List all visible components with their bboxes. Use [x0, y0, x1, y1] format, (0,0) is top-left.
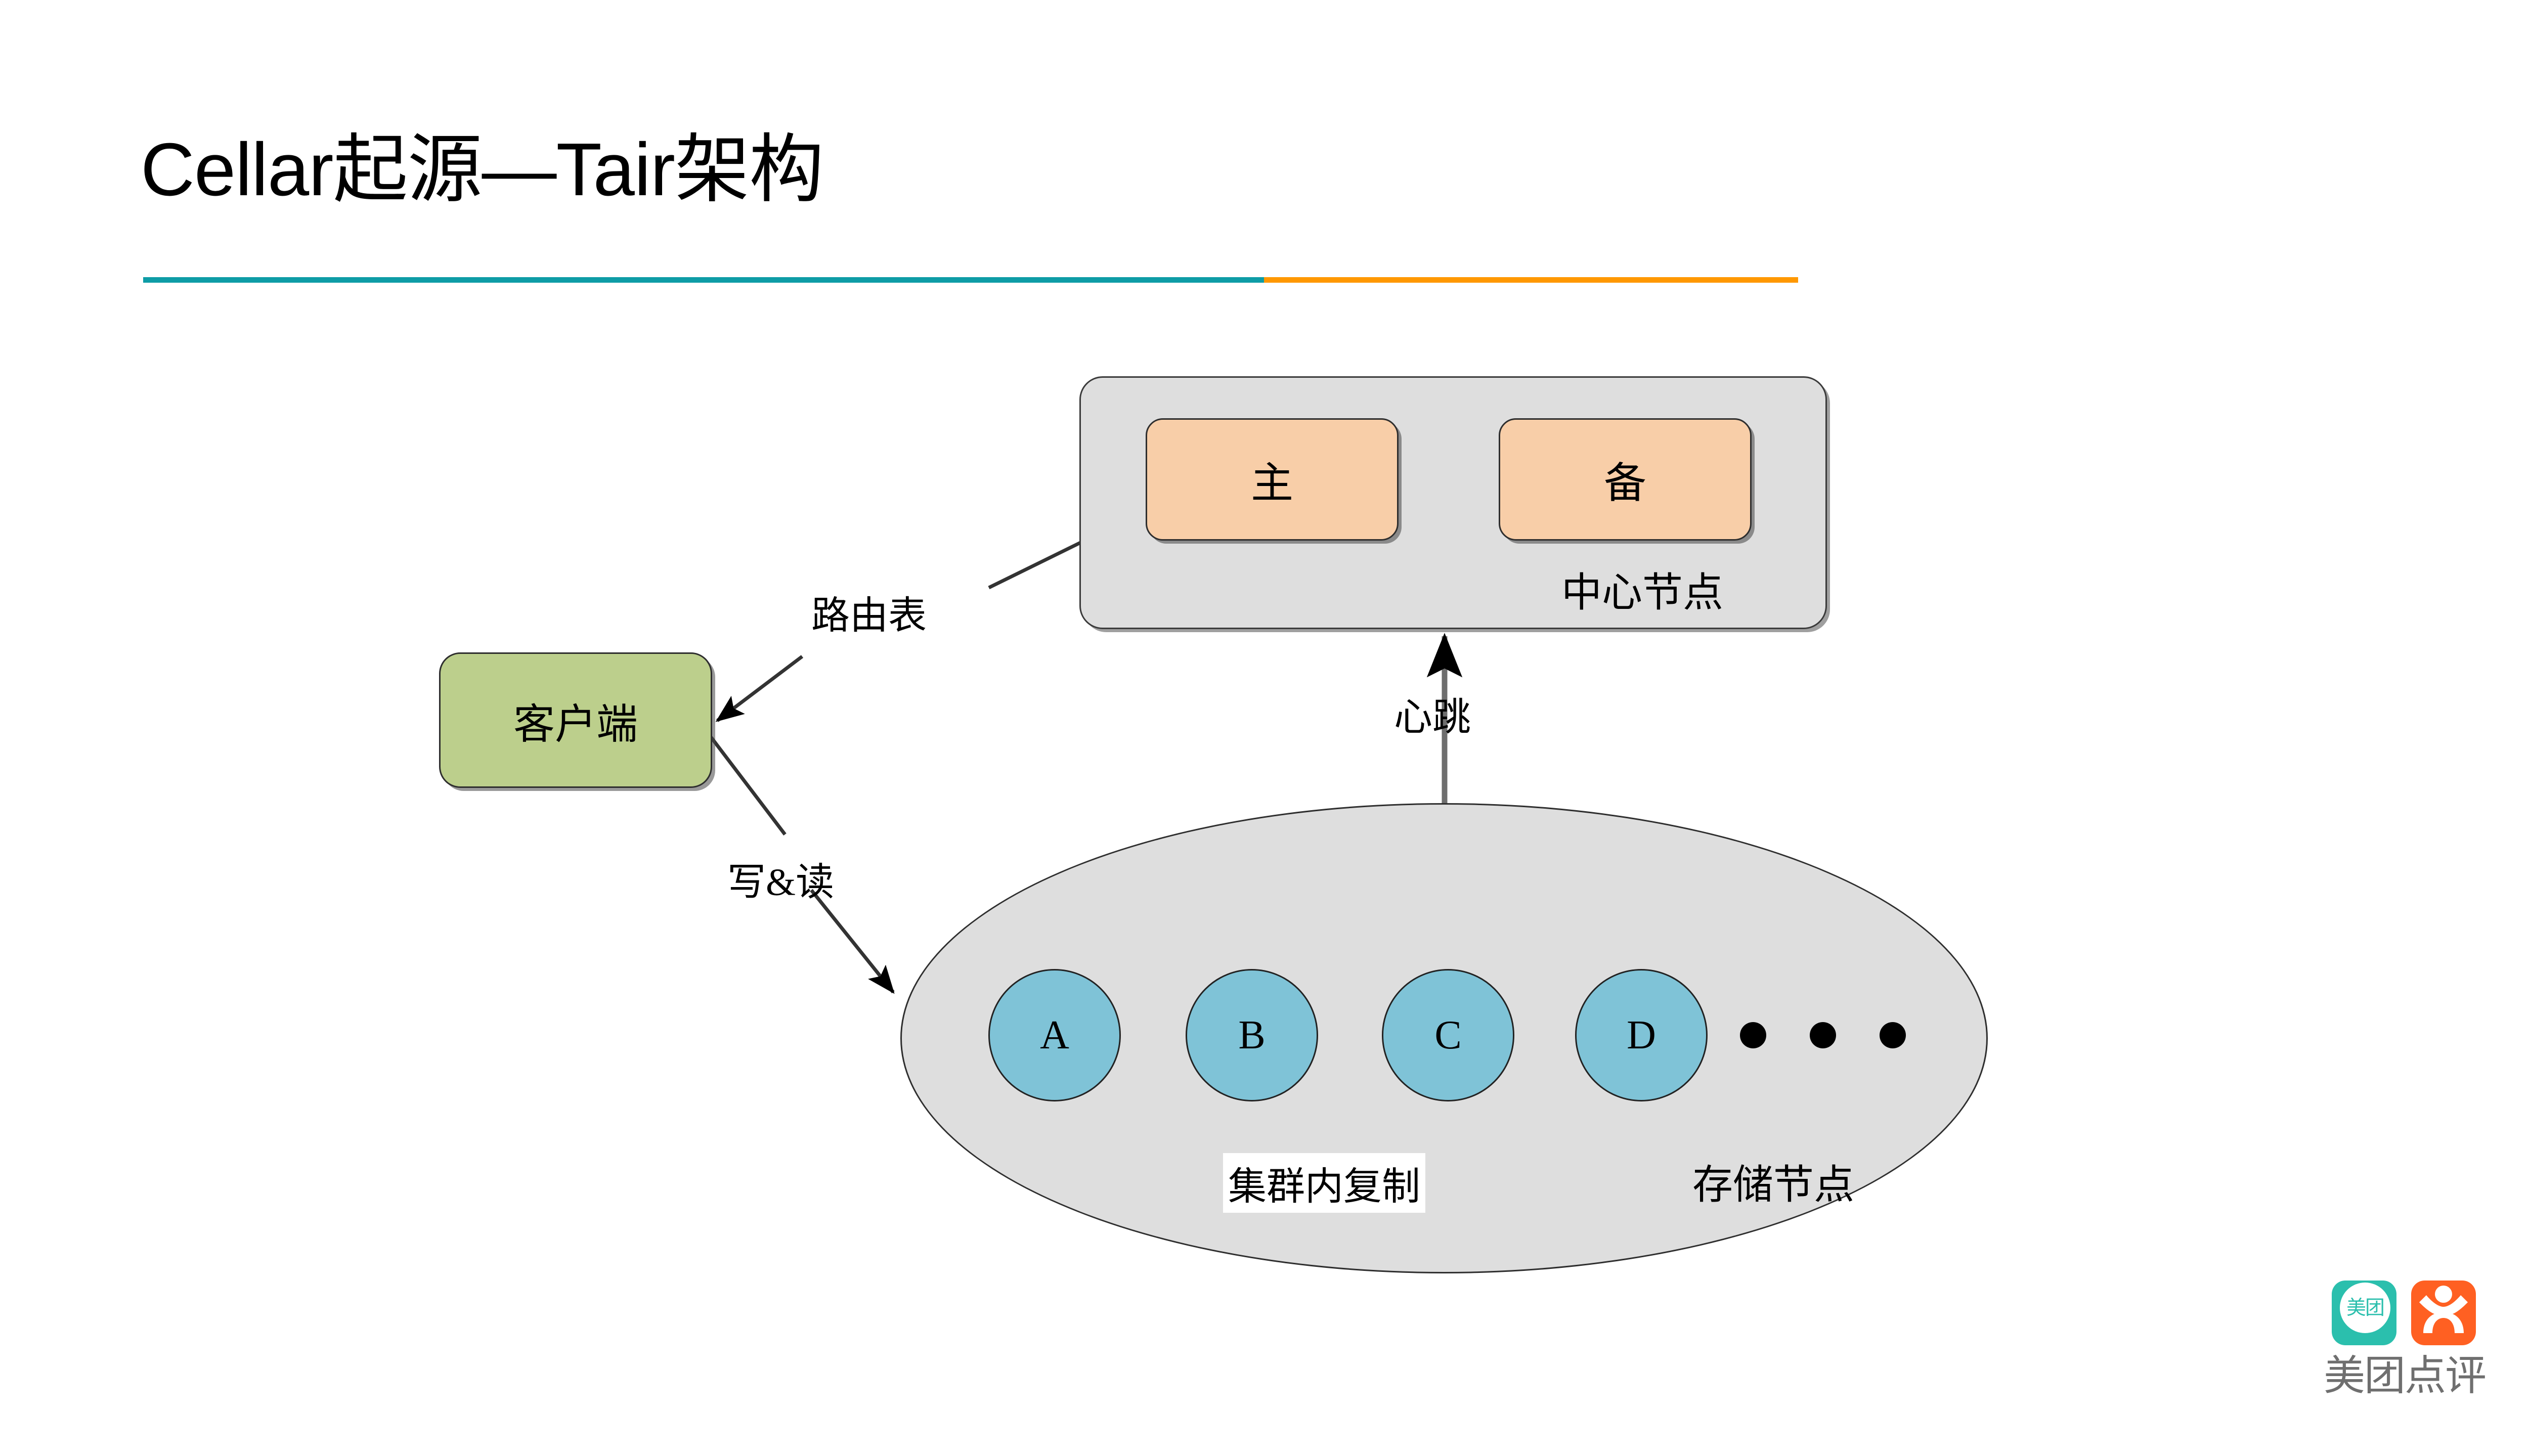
title-divider-right-segment: [1264, 277, 1798, 283]
edge-client-to-storage: [710, 736, 895, 994]
meituan-app-icon: 美团: [2332, 1281, 2396, 1345]
ellipsis-dot-icon: [1810, 1022, 1836, 1048]
title-divider: [143, 277, 1798, 283]
meituan-icon-label: 美团: [2346, 1297, 2385, 1319]
brand-logo: 美团 美团点评: [2302, 1281, 2515, 1437]
storage-node-b[interactable]: B: [1186, 969, 1318, 1101]
storage-node-caption: 存储节点: [1692, 1163, 1854, 1208]
center-node-container: 主 备 中心节点: [1079, 376, 1827, 629]
dianping-person-icon: [2419, 1286, 2468, 1333]
meituan-icon-disc: 美团: [2340, 1283, 2390, 1333]
brand-wordmark: 美团点评: [2324, 1353, 2487, 1399]
ellipsis-dot-icon: [1880, 1022, 1906, 1048]
storage-node-a[interactable]: A: [988, 969, 1121, 1101]
page-title: Cellar起源—Tair架构: [141, 128, 824, 211]
edge-center-to-client: [715, 541, 1081, 722]
edge-label-write-read: 写&读: [727, 861, 835, 904]
dianping-app-icon: [2411, 1281, 2476, 1345]
edge-label-routing-table: 路由表: [811, 595, 927, 637]
ellipsis-dot-icon: [1740, 1022, 1766, 1048]
storage-node-c[interactable]: C: [1382, 969, 1514, 1101]
backup-node-box[interactable]: 备: [1499, 418, 1752, 541]
title-divider-left-segment: [143, 277, 1264, 283]
edge-label-heartbeat: 心跳: [1394, 696, 1471, 739]
master-node-box[interactable]: 主: [1146, 418, 1399, 541]
center-node-caption: 中心节点: [1561, 571, 1723, 615]
edge-label-replication: 集群内复制: [1223, 1153, 1425, 1213]
storage-node-d[interactable]: D: [1575, 969, 1708, 1101]
client-node-box[interactable]: 客户端: [439, 652, 712, 788]
